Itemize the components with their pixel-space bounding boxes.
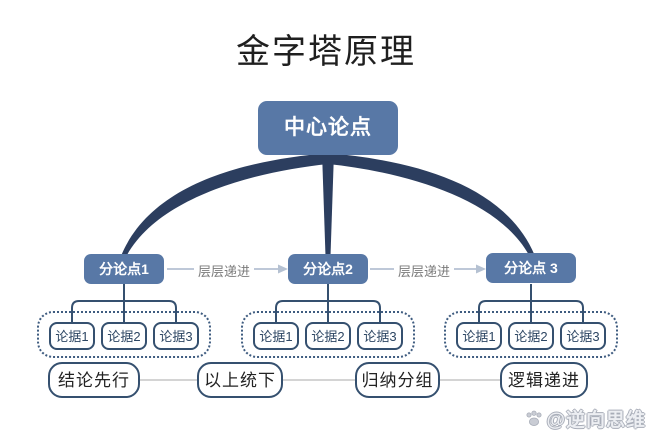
evidence-node-2-2: 论据2 xyxy=(305,322,351,350)
edge-root-to-subpoint3 xyxy=(328,153,535,256)
page-title: 金字塔原理 xyxy=(236,33,416,71)
subpoint-node-3: 分论点 3 xyxy=(486,253,576,283)
subpoint-node-1: 分论点1 xyxy=(84,254,164,284)
watermark-text: @逆向思维 xyxy=(546,410,646,431)
subpoint-node-2: 分论点2 xyxy=(288,254,368,284)
edge-label-progressive-2: 层层递进 xyxy=(393,261,455,280)
evidence-node-1-2: 论据2 xyxy=(101,322,147,350)
bracket-group-2 xyxy=(275,284,381,322)
edge-root-to-subpoint2 xyxy=(322,152,334,256)
bracket-group-1 xyxy=(71,284,177,322)
paw-icon xyxy=(526,410,542,426)
evidence-node-3-2: 论据2 xyxy=(508,322,554,350)
evidence-node-1-1: 论据1 xyxy=(49,322,95,350)
evidence-node-2-1: 论据1 xyxy=(253,322,299,350)
bracket-group-3 xyxy=(478,284,584,322)
principle-node-logical-progression: 逻辑递进 xyxy=(500,362,588,398)
arrow-head-2 xyxy=(476,264,486,274)
evidence-group-box-2 xyxy=(241,311,415,358)
principle-node-top-governs-bottom: 以上统下 xyxy=(197,362,283,398)
evidence-node-3-3: 论据3 xyxy=(560,322,606,350)
principle-node-inductive-grouping: 归纳分组 xyxy=(355,362,440,398)
evidence-node-2-3: 论据3 xyxy=(357,322,403,350)
arrow-head-1 xyxy=(278,264,288,274)
watermark: @逆向思维 xyxy=(524,405,646,432)
evidence-group-box-3 xyxy=(444,311,618,358)
evidence-node-3-1: 论据1 xyxy=(456,322,502,350)
evidence-node-1-3: 论据3 xyxy=(153,322,199,350)
principle-node-conclusion-first: 结论先行 xyxy=(48,362,140,398)
edge-root-to-subpoint1 xyxy=(121,153,328,256)
evidence-group-box-1 xyxy=(37,311,211,358)
edge-label-progressive-1: 层层递进 xyxy=(193,261,255,280)
root-node-central-argument: 中心论点 xyxy=(258,101,398,155)
